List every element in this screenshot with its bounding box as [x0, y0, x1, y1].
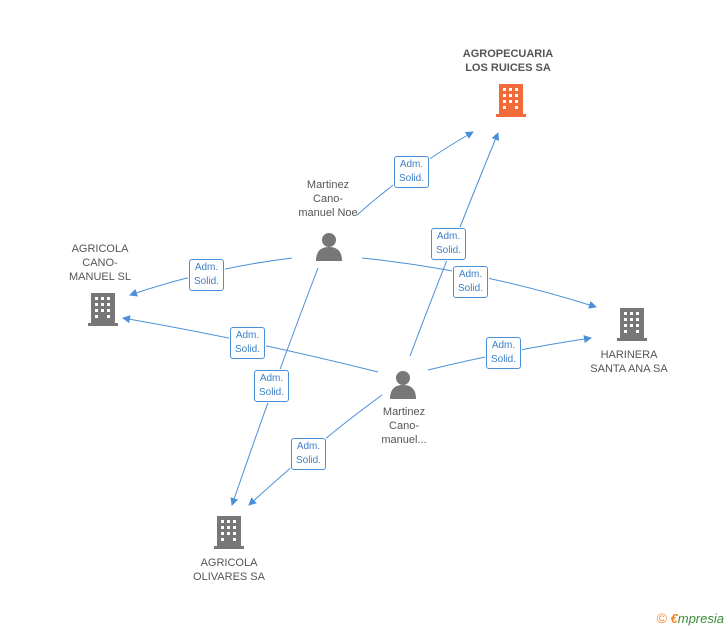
company-name-line: CANO-	[82, 257, 118, 269]
edge-label-line: Solid.	[296, 455, 322, 466]
edge-label-line: Solid.	[436, 245, 462, 256]
edge-label-adm-solid[interactable]: Adm. Solid.	[453, 266, 489, 298]
building-icon[interactable]	[88, 293, 118, 326]
company-name-line: OLIVARES SA	[193, 571, 265, 583]
edge-label-adm-solid[interactable]: Adm. Solid.	[230, 327, 266, 359]
copyright-symbol: ©	[656, 610, 667, 626]
company-label-agricola-cano[interactable]: AGRICOLA CANO- MANUEL SL	[58, 242, 142, 284]
edge-label-line: Solid.	[458, 283, 484, 294]
edge-label-line: Solid.	[194, 276, 220, 287]
edge-label-adm-solid[interactable]: Adm. Solid.	[486, 337, 522, 369]
edge-label-line: Solid.	[399, 173, 425, 184]
building-icon[interactable]	[214, 516, 244, 549]
footer-brand: © €mpresia	[657, 610, 724, 626]
edge-label-adm-solid[interactable]: Adm. Solid.	[431, 228, 467, 260]
company-name-line: AGRICOLA	[71, 243, 129, 255]
building-icon[interactable]	[496, 84, 526, 117]
edge-label-line: Adm.	[436, 231, 461, 242]
person-name-line: Cano-	[389, 420, 419, 432]
edge-label-line: Adm.	[194, 262, 219, 273]
edge-label-line: Adm.	[235, 330, 260, 341]
company-label-agropecuaria[interactable]: AGROPECUARIA LOS RUICES SA	[452, 47, 564, 75]
company-label-agricola-olivares[interactable]: AGRICOLA OLIVARES SA	[184, 556, 274, 584]
company-name-line: SANTA ANA SA	[590, 363, 668, 375]
person-icon[interactable]	[316, 233, 342, 261]
person-label-noe[interactable]: Martinez Cano- manuel Noe	[286, 178, 370, 220]
brand-name: mpresia	[677, 611, 724, 626]
edge-label-adm-solid[interactable]: Adm. Solid.	[189, 259, 225, 291]
edge-label-line: Solid.	[235, 344, 261, 355]
edge-label-line: Adm.	[296, 441, 321, 452]
edge-label-adm-solid[interactable]: Adm. Solid.	[291, 438, 327, 470]
company-name-line: AGROPECUARIA	[462, 48, 554, 60]
edge-label-adm-solid[interactable]: Adm. Solid.	[394, 156, 430, 188]
edge-label-line: Solid.	[491, 354, 517, 365]
person-label-other[interactable]: Martinez Cano- manuel...	[362, 405, 446, 447]
person-name-line: Cano-	[313, 193, 343, 205]
company-name-line: HARINERA	[600, 349, 658, 361]
company-name-line: LOS RUICES SA	[465, 62, 551, 74]
company-name-line: AGRICOLA	[200, 557, 258, 569]
person-name-line: Martinez	[382, 406, 426, 418]
edge-label-line: Solid.	[259, 387, 285, 398]
brand-logo-letter: €	[670, 611, 678, 626]
edge-label-adm-solid[interactable]: Adm. Solid.	[254, 370, 290, 402]
company-name-line: MANUEL SL	[69, 271, 131, 283]
person-name-line: manuel Noe	[298, 207, 358, 219]
person-name-line: Martinez	[306, 179, 350, 191]
edge-label-line: Adm.	[259, 373, 284, 384]
edge-label-line: Adm.	[458, 269, 483, 280]
building-icon[interactable]	[617, 308, 647, 341]
person-icon[interactable]	[390, 371, 416, 399]
company-label-harinera[interactable]: HARINERA SANTA ANA SA	[584, 348, 674, 376]
person-name-line: manuel...	[381, 434, 427, 446]
edge-label-line: Adm.	[399, 159, 424, 170]
edge-label-line: Adm.	[491, 340, 516, 351]
